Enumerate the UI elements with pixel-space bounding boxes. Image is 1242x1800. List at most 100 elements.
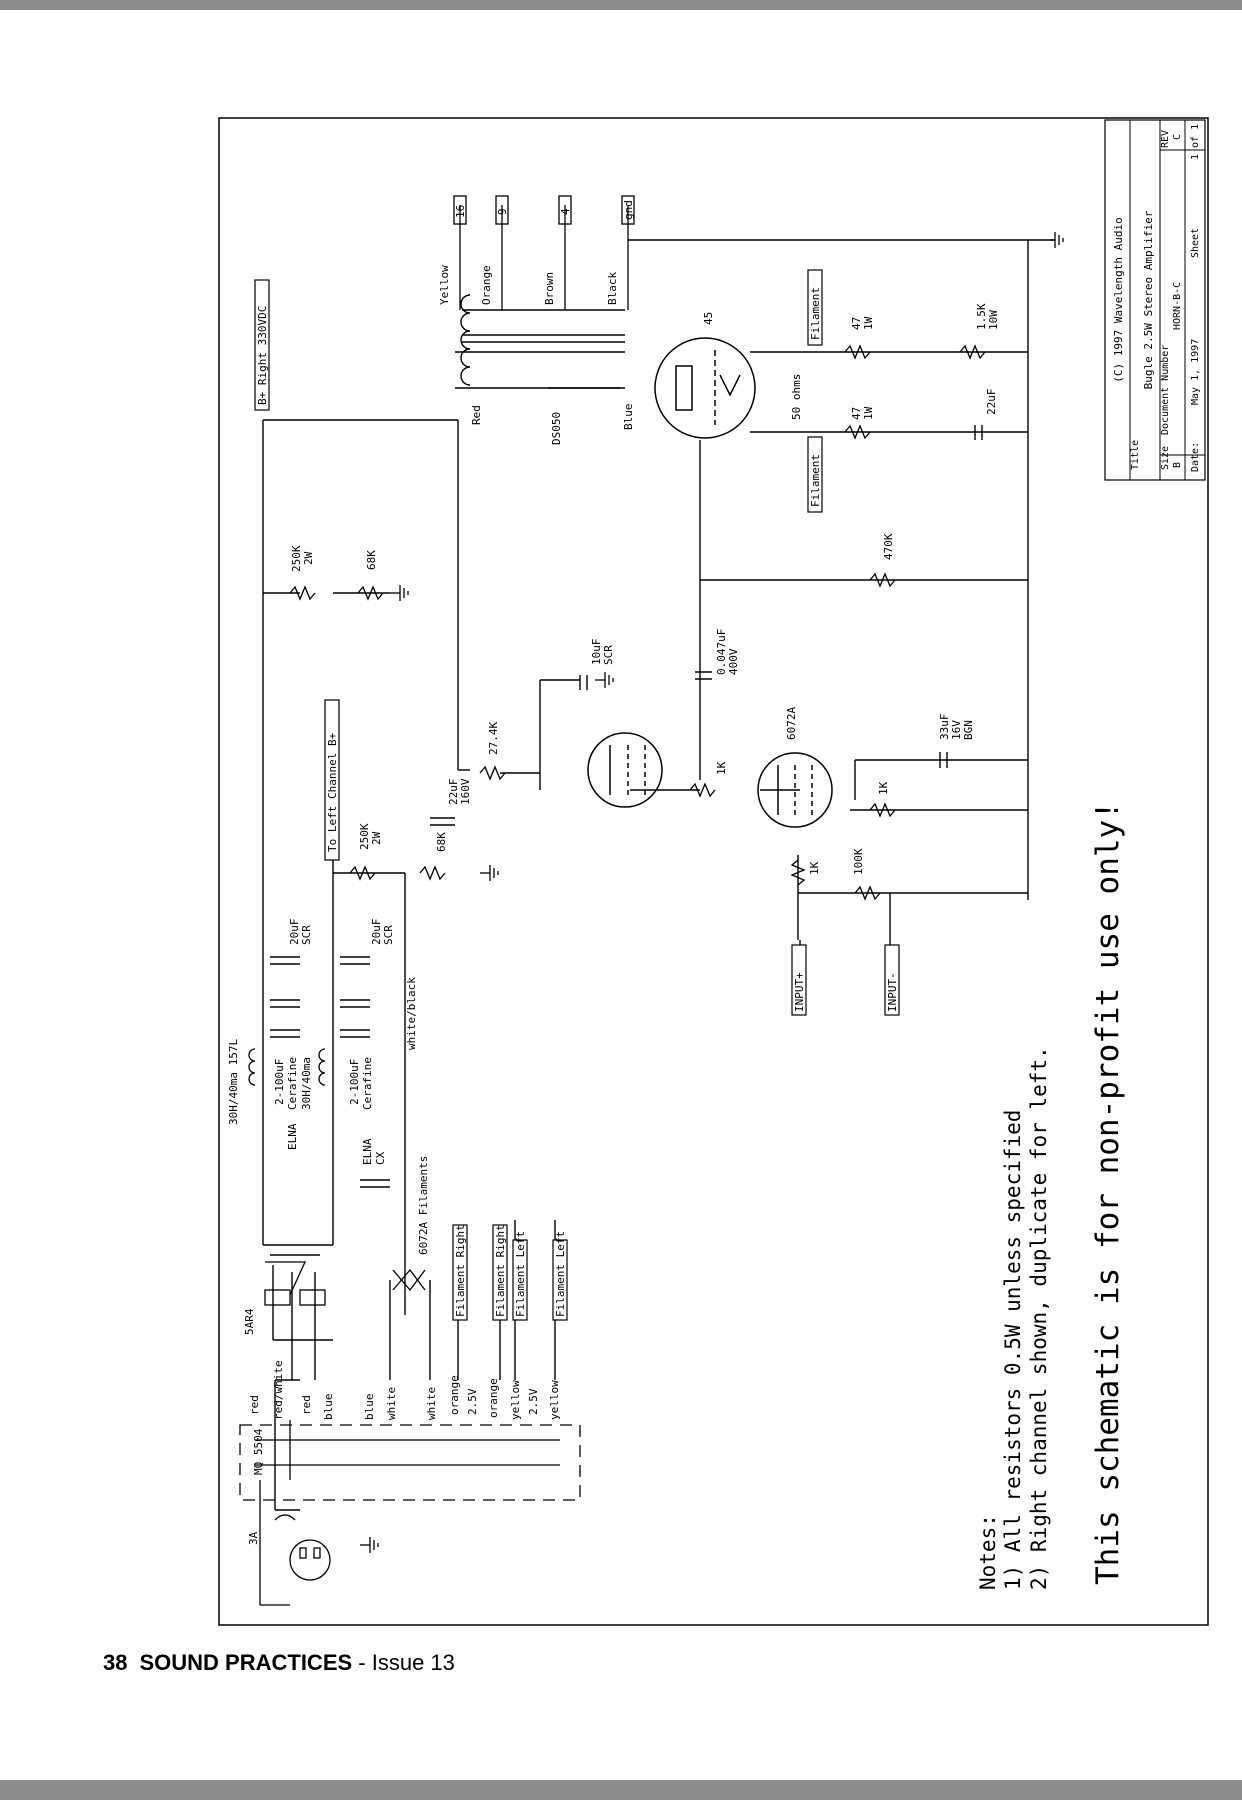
label-fil-left-2: Filament Left bbox=[554, 1231, 567, 1317]
label-tap4: 4 bbox=[559, 208, 572, 215]
issue-label: - Issue 13 bbox=[352, 1650, 455, 1675]
schematic-frame bbox=[218, 117, 1209, 1626]
label-cap20b: 20uF bbox=[370, 919, 383, 946]
tb-sheet-value: 1 of 1 bbox=[1190, 124, 1201, 160]
tb-rev-value: C bbox=[1172, 134, 1183, 140]
label-w-redwhite: red/white bbox=[272, 1360, 285, 1420]
note-1: 1) All resistors 0.5W unless specified bbox=[1001, 1110, 1025, 1590]
label-r1k-c: 1K bbox=[808, 861, 821, 875]
label-w-red2: red bbox=[300, 1395, 313, 1415]
label-r47b: 47 bbox=[850, 317, 863, 330]
label-w-blue1: blue bbox=[322, 1394, 335, 1421]
tb-size-label: Size bbox=[1160, 446, 1171, 470]
input-plus-flag bbox=[791, 944, 807, 1016]
label-w-25b: 2.5V bbox=[527, 1388, 540, 1415]
label-w-yellow2: yellow bbox=[548, 1380, 561, 1420]
output-transformer-icon bbox=[455, 294, 625, 389]
power-transformer-icon bbox=[239, 1424, 581, 1606]
label-white-black: white/black bbox=[405, 977, 418, 1050]
label-fil-right: Filament Right bbox=[454, 1224, 467, 1317]
label-input-minus: INPUT- bbox=[886, 972, 899, 1012]
tb-date-value: May 1, 1997 bbox=[1190, 339, 1201, 405]
label-b-plus: B+ Right 330VDC bbox=[256, 306, 269, 405]
label-fil1: Filament bbox=[809, 287, 822, 340]
tb-doc-value: HORN-B-C bbox=[1172, 282, 1183, 330]
label-c33c: BGN bbox=[962, 720, 975, 740]
label-r15k: 1.5K bbox=[975, 303, 988, 330]
label-r470: 470K bbox=[882, 533, 895, 560]
label-r250b2: 2W bbox=[370, 831, 383, 845]
label-c22: 22uF bbox=[447, 779, 460, 806]
label-r250a2: 2W bbox=[302, 551, 315, 565]
label-r274: 27.4K bbox=[487, 722, 500, 755]
tb-title-value: Bugle 2.5W Stereo Amplifier bbox=[1142, 210, 1155, 389]
label-ot-model: DS050 bbox=[550, 412, 563, 445]
label-c10: 10uF bbox=[590, 639, 603, 666]
label-elna2b: Cerafine bbox=[361, 1057, 374, 1110]
label-r250b: 250K bbox=[358, 823, 371, 850]
left-b-flag bbox=[324, 699, 340, 861]
label-elna2c: ELNA bbox=[361, 1138, 374, 1165]
label-r68b: 68K bbox=[435, 832, 448, 852]
label-choke2: 30H/40ma bbox=[300, 1057, 313, 1110]
notes-heading: Notes: bbox=[976, 1514, 1000, 1590]
connector-flags bbox=[254, 269, 900, 1321]
label-brown: Brown bbox=[543, 272, 556, 305]
label-r47a2: 1W bbox=[862, 406, 875, 420]
label-ot-red: Red bbox=[470, 405, 483, 425]
filament-flag-2 bbox=[807, 436, 823, 513]
label-50ohm: 50 ohms bbox=[790, 374, 803, 420]
label-fil-left: Filament Left bbox=[514, 1231, 527, 1317]
fil-left-flag bbox=[512, 1239, 528, 1321]
label-black: Black bbox=[606, 272, 619, 305]
label-left-b: To Left Channel B+ bbox=[326, 732, 339, 852]
label-fil2: Filament bbox=[809, 454, 822, 507]
label-r100k: 100K bbox=[852, 848, 865, 875]
label-w-orange2: orange bbox=[487, 1378, 500, 1418]
top-bar bbox=[0, 0, 1242, 10]
label-elna1c: ELNA bbox=[286, 1123, 299, 1150]
capacitors bbox=[270, 425, 983, 1188]
label-input-plus: INPUT+ bbox=[793, 972, 806, 1012]
note-2: 2) Right channel shown, duplicate for le… bbox=[1027, 1046, 1051, 1590]
tb-date-label: Date: bbox=[1190, 442, 1201, 472]
fil-right-flag bbox=[452, 1224, 468, 1321]
resistors bbox=[289, 344, 986, 901]
label-w-orange1: orange bbox=[448, 1375, 461, 1415]
tb-copyright: (C) 1997 Wavelength Audio bbox=[1112, 217, 1125, 383]
tube-driver-icon bbox=[587, 732, 663, 808]
label-w-white1: white bbox=[385, 1387, 398, 1420]
label-r47a: 47 bbox=[850, 407, 863, 420]
tube-45-icon bbox=[654, 337, 756, 439]
b-plus-flag bbox=[254, 279, 270, 411]
label-tube45: 45 bbox=[702, 312, 715, 325]
label-tap9: 9 bbox=[496, 208, 509, 215]
input-minus-flag bbox=[884, 944, 900, 1016]
filament-flag-1 bbox=[807, 269, 823, 346]
tb-sheet-label: Sheet bbox=[1190, 228, 1201, 258]
chokes bbox=[248, 1048, 326, 1086]
label-r47b2: 1W bbox=[862, 316, 875, 330]
label-c10b: SCR bbox=[602, 645, 615, 665]
label-cap20a: 20uF bbox=[288, 919, 301, 946]
label-elna1: 2-100uF bbox=[273, 1059, 286, 1105]
label-c33b: 16V bbox=[950, 720, 963, 740]
vacuum-tubes bbox=[587, 337, 833, 828]
label-c22-cap: 22uF bbox=[985, 389, 998, 416]
fil-right-flag-2 bbox=[492, 1224, 508, 1321]
wiring bbox=[262, 239, 1055, 1511]
label-w-red1: red bbox=[248, 1395, 261, 1415]
label-fuse: 3A bbox=[247, 1531, 260, 1545]
page-number: 38 bbox=[103, 1650, 128, 1675]
output-taps bbox=[453, 195, 635, 310]
label-c047: 0.047uF bbox=[715, 629, 728, 675]
label-6072a: 6072A bbox=[785, 707, 798, 740]
label-c22b: 160V bbox=[459, 778, 472, 805]
label-r68a: 68K bbox=[365, 550, 378, 570]
tube-6072a-icon bbox=[757, 752, 833, 828]
tb-rev-label: REV bbox=[1160, 130, 1171, 148]
label-r15k2: 10W bbox=[987, 310, 1000, 330]
label-ot-blue: Blue bbox=[622, 404, 635, 431]
